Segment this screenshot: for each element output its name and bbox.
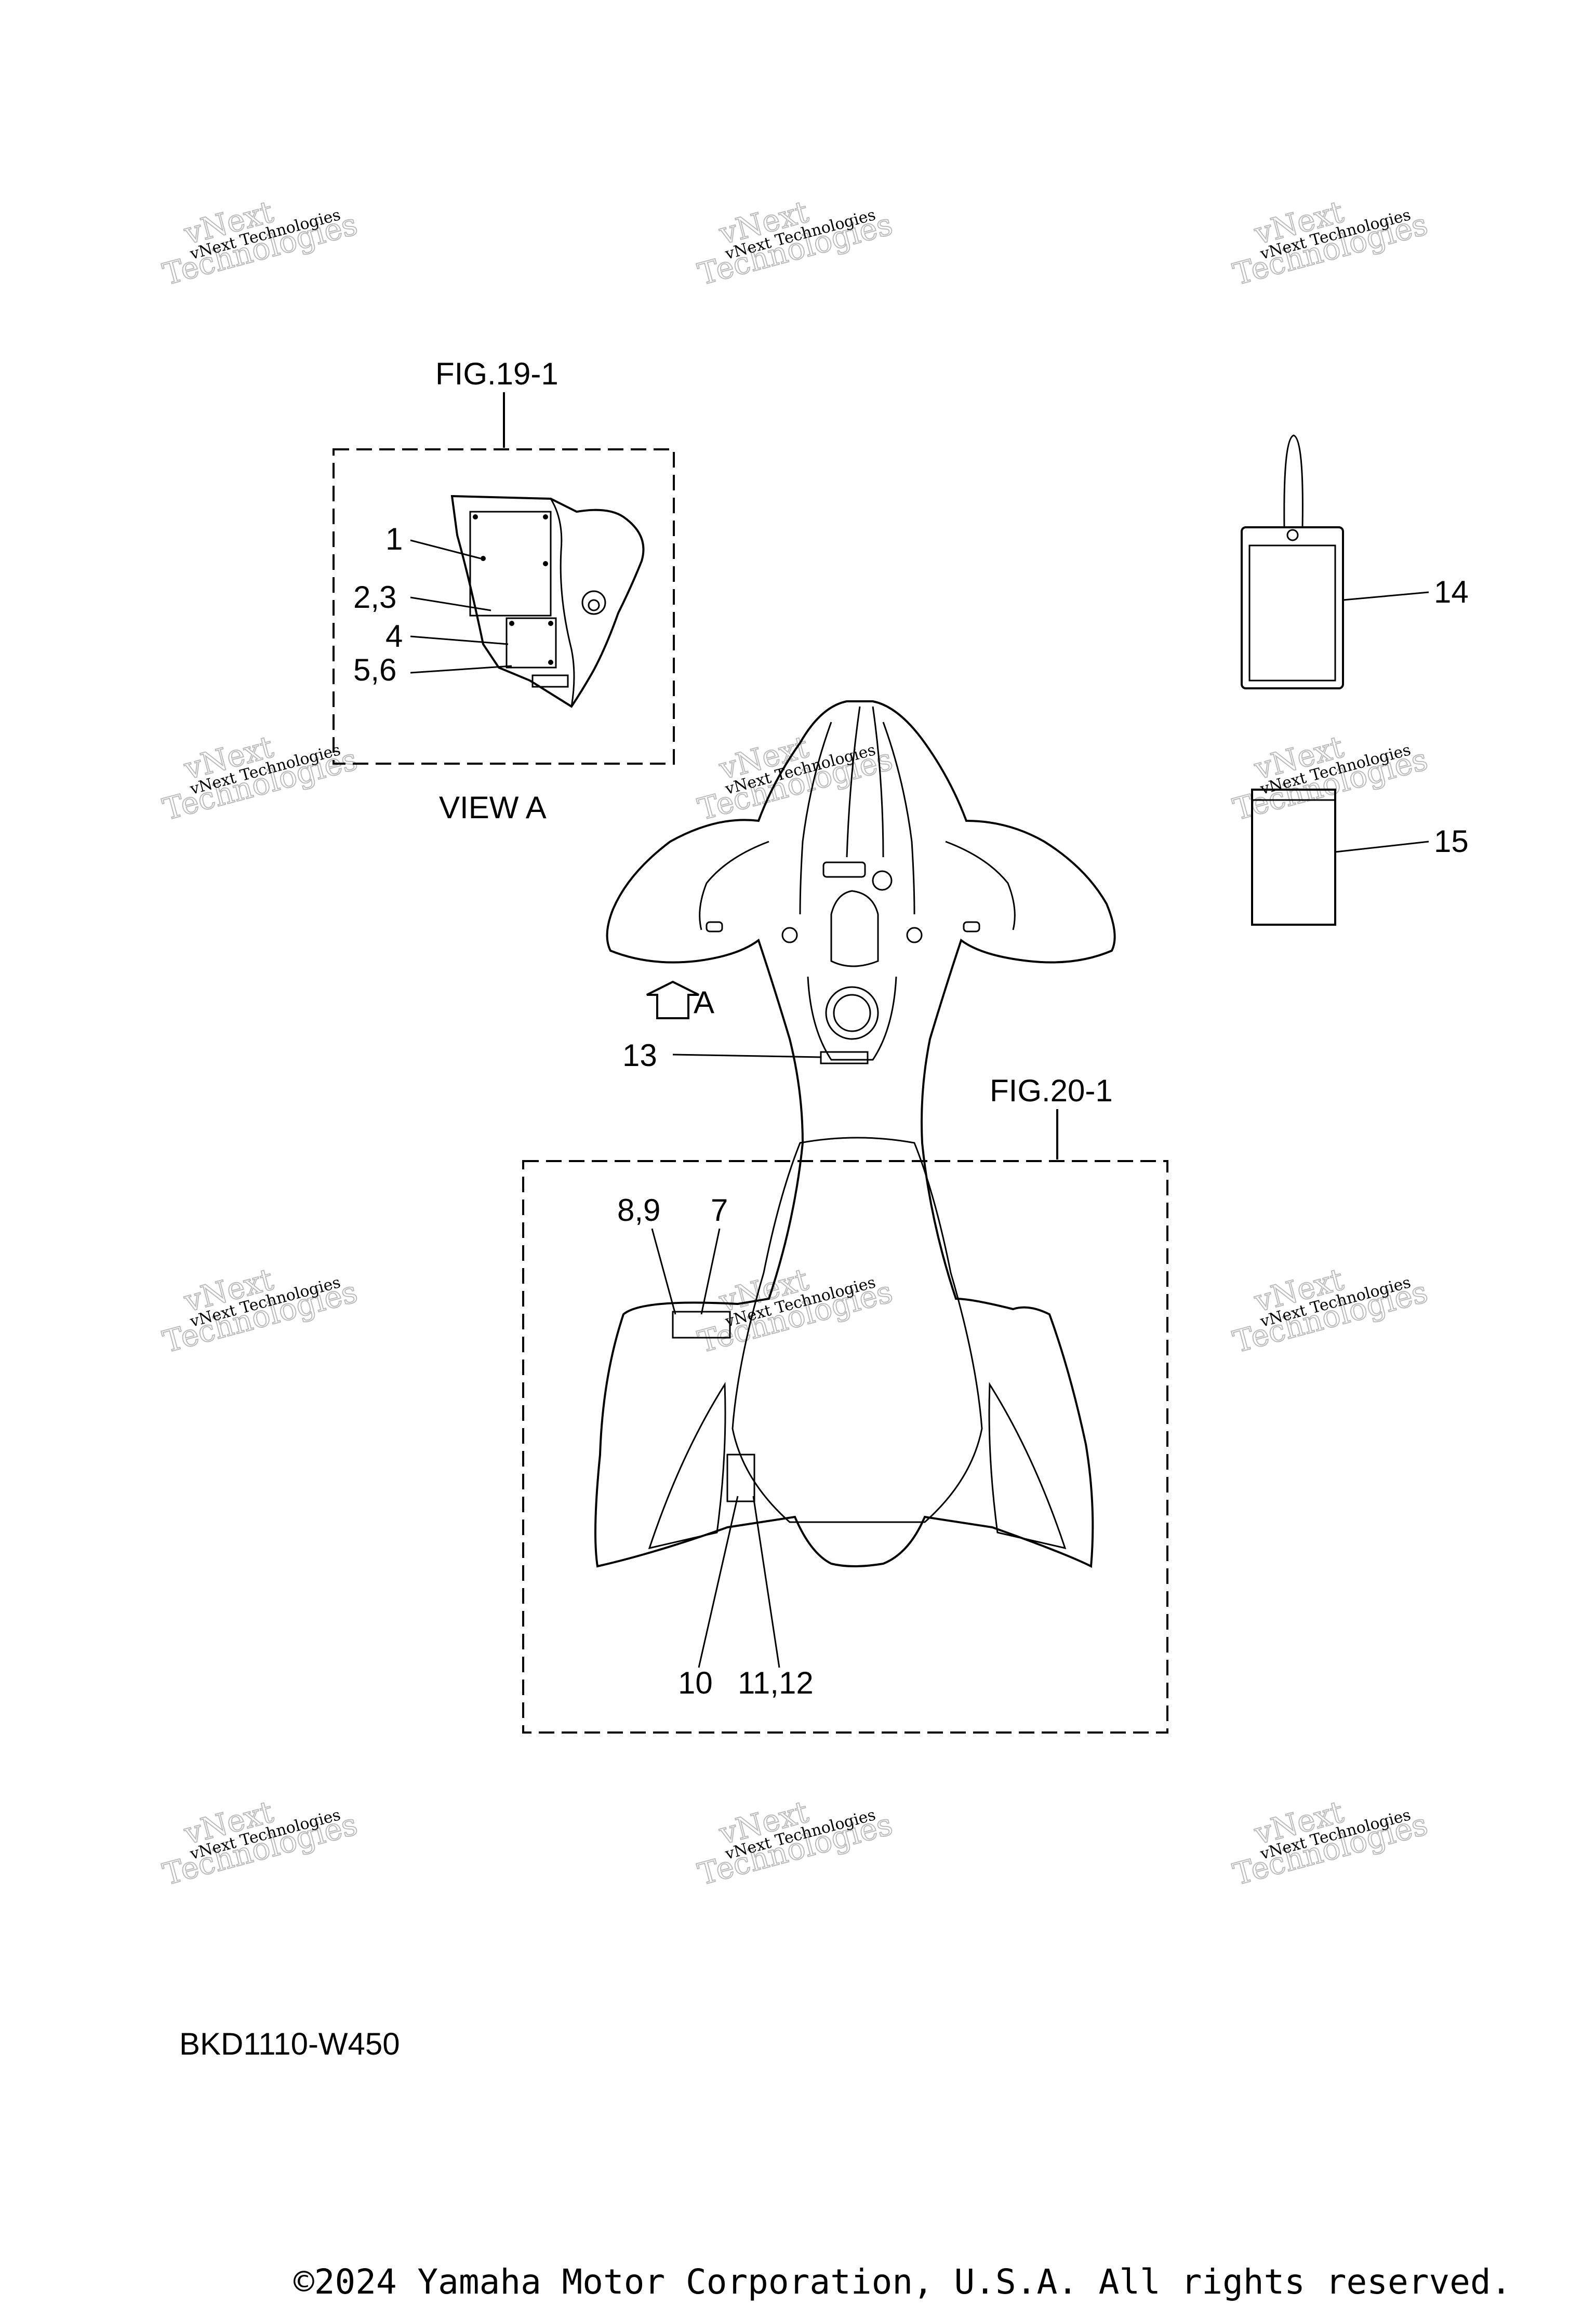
- watermark: Technologies vNext vNext Technologies: [1229, 1793, 1431, 1893]
- tag-hole: [1286, 529, 1299, 541]
- manual-card: 15: [1251, 789, 1469, 926]
- fuel-cap: [825, 986, 879, 1040]
- callout-10: 10: [678, 1666, 713, 1700]
- view-a-inset: FIG.19-1 VIEW A 1 2,3 4 5,6: [332, 356, 675, 825]
- label-10: [726, 1454, 755, 1502]
- watermark: Technologies vNext vNext Technologies: [694, 728, 896, 828]
- watermarks: Technologies vNext vNext Technologies Te…: [158, 193, 1431, 1893]
- seat: [732, 1137, 983, 1523]
- view-a-arrow: [646, 980, 699, 1019]
- tag-outer: [1241, 526, 1344, 689]
- copyright-notice: ©2024 Yamaha Motor Corporation, U.S.A. A…: [294, 2262, 1511, 2302]
- side-panel-outline: [450, 495, 645, 708]
- callout-11-12: 11,12: [738, 1666, 814, 1700]
- view-a-label: VIEW A: [439, 790, 547, 825]
- label-plate-4: [506, 617, 557, 669]
- callout-13: 13: [622, 1038, 657, 1073]
- watermark: Technologies vNext vNext Technologies: [158, 1793, 361, 1893]
- label-plate-1: [469, 511, 552, 617]
- fig-20-1-frame: [522, 1160, 1168, 1734]
- watermark: Technologies vNext vNext Technologies: [694, 1261, 896, 1360]
- callout-5-6: 5,6: [353, 652, 396, 687]
- fig-20-1-label: FIG.20-1: [990, 1073, 1113, 1108]
- tag-inner: [1248, 544, 1336, 682]
- watercraft-top-view: 13 A: [594, 700, 1116, 1568]
- card-outline: [1251, 789, 1336, 926]
- fig-19-1-frame: [332, 448, 675, 765]
- small-plate: [531, 674, 569, 688]
- callout-15: 15: [1434, 824, 1469, 859]
- fig-20-1-group: FIG.20-1 8,9 7 10 11,12: [522, 1073, 1168, 1734]
- watermark: Technologies vNext vNext Technologies: [1229, 1261, 1431, 1360]
- watermark: Technologies vNext vNext Technologies: [158, 1261, 361, 1360]
- watermark: Technologies vNext vNext Technologies: [158, 193, 361, 292]
- watermark: Technologies vNext vNext Technologies: [694, 193, 896, 292]
- fig-19-1-label: FIG.19-1: [435, 356, 558, 391]
- fastener: [581, 590, 606, 615]
- callout-2-3: 2,3: [353, 580, 396, 615]
- watermark: Technologies vNext vNext Technologies: [158, 728, 361, 828]
- watermark: Technologies vNext vNext Technologies: [1229, 193, 1431, 292]
- watermark: Technologies vNext vNext Technologies: [694, 1793, 896, 1893]
- diagram-code: BKD1110-W450: [179, 2027, 400, 2061]
- callout-1: 1: [385, 522, 403, 556]
- steering-post: [830, 890, 879, 967]
- side-panel-inner-edge: [550, 498, 575, 707]
- callout-8-9: 8,9: [617, 1193, 660, 1228]
- callout-7: 7: [711, 1193, 728, 1228]
- display-panel: [822, 861, 866, 878]
- deck-outline: [594, 700, 1116, 1568]
- callout-4: 4: [385, 619, 403, 654]
- tag-string: [1283, 434, 1304, 528]
- view-a-arrow-label: A: [694, 985, 714, 1020]
- callout-14: 14: [1434, 575, 1469, 609]
- label-13: [820, 1051, 869, 1064]
- hang-tag: 14: [1241, 434, 1469, 689]
